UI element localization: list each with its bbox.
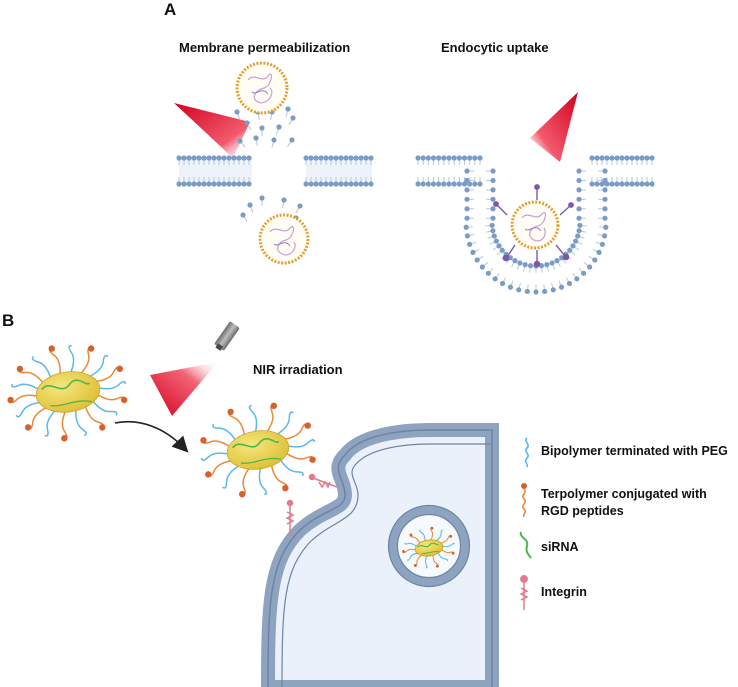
membrane-bilayer-right — [303, 155, 374, 187]
membrane-permeabilization-panel — [174, 61, 374, 265]
legend-icons — [519, 437, 532, 610]
membrane-invagination — [415, 155, 655, 295]
legend-bipolymer-text: Bipolymer terminated with PEG — [541, 444, 728, 458]
legend-integrin-text: Integrin — [541, 585, 587, 599]
sirna-icon — [519, 531, 532, 559]
nanoparticle-free — [7, 344, 128, 442]
membrane-bilayer-left — [176, 155, 252, 187]
endocytic-uptake-title: Endocytic uptake — [441, 40, 549, 55]
bipolymer-peg-icon — [524, 437, 529, 468]
integrin-receptor-1 — [285, 499, 295, 536]
legend-terpolymer-text-line1: Terpolymer conjugated with — [541, 487, 707, 501]
panel-a-letter: A — [164, 0, 177, 19]
liposome-endocytosed — [510, 200, 560, 250]
panel-b-letter: B — [2, 311, 15, 330]
laser-beam-right — [530, 92, 578, 162]
cell — [260, 423, 499, 687]
endocytic-uptake-panel — [415, 92, 655, 295]
membrane-permeabilization-title: Membrane permeabilization — [179, 40, 351, 55]
legend-sirna-text: siRNA — [541, 540, 579, 554]
integrin-icon — [519, 575, 529, 610]
nanoparticle-irradiated — [200, 402, 316, 498]
endosome — [387, 504, 471, 588]
legend-terpolymer-text-line2: RGD peptides — [541, 504, 624, 518]
nir-laser-fiber — [214, 321, 240, 351]
nir-laser-beam — [150, 362, 218, 416]
liposome-bottom — [258, 213, 310, 265]
nir-irradiation-label: NIR irradiation — [253, 362, 343, 377]
receptors — [493, 184, 574, 268]
liposome-top — [235, 61, 289, 115]
laser-beam-left — [174, 103, 250, 158]
transition-arrow — [114, 421, 189, 453]
integrin-receptor-2 — [308, 473, 338, 489]
terpolymer-rgd-icon — [521, 483, 527, 518]
